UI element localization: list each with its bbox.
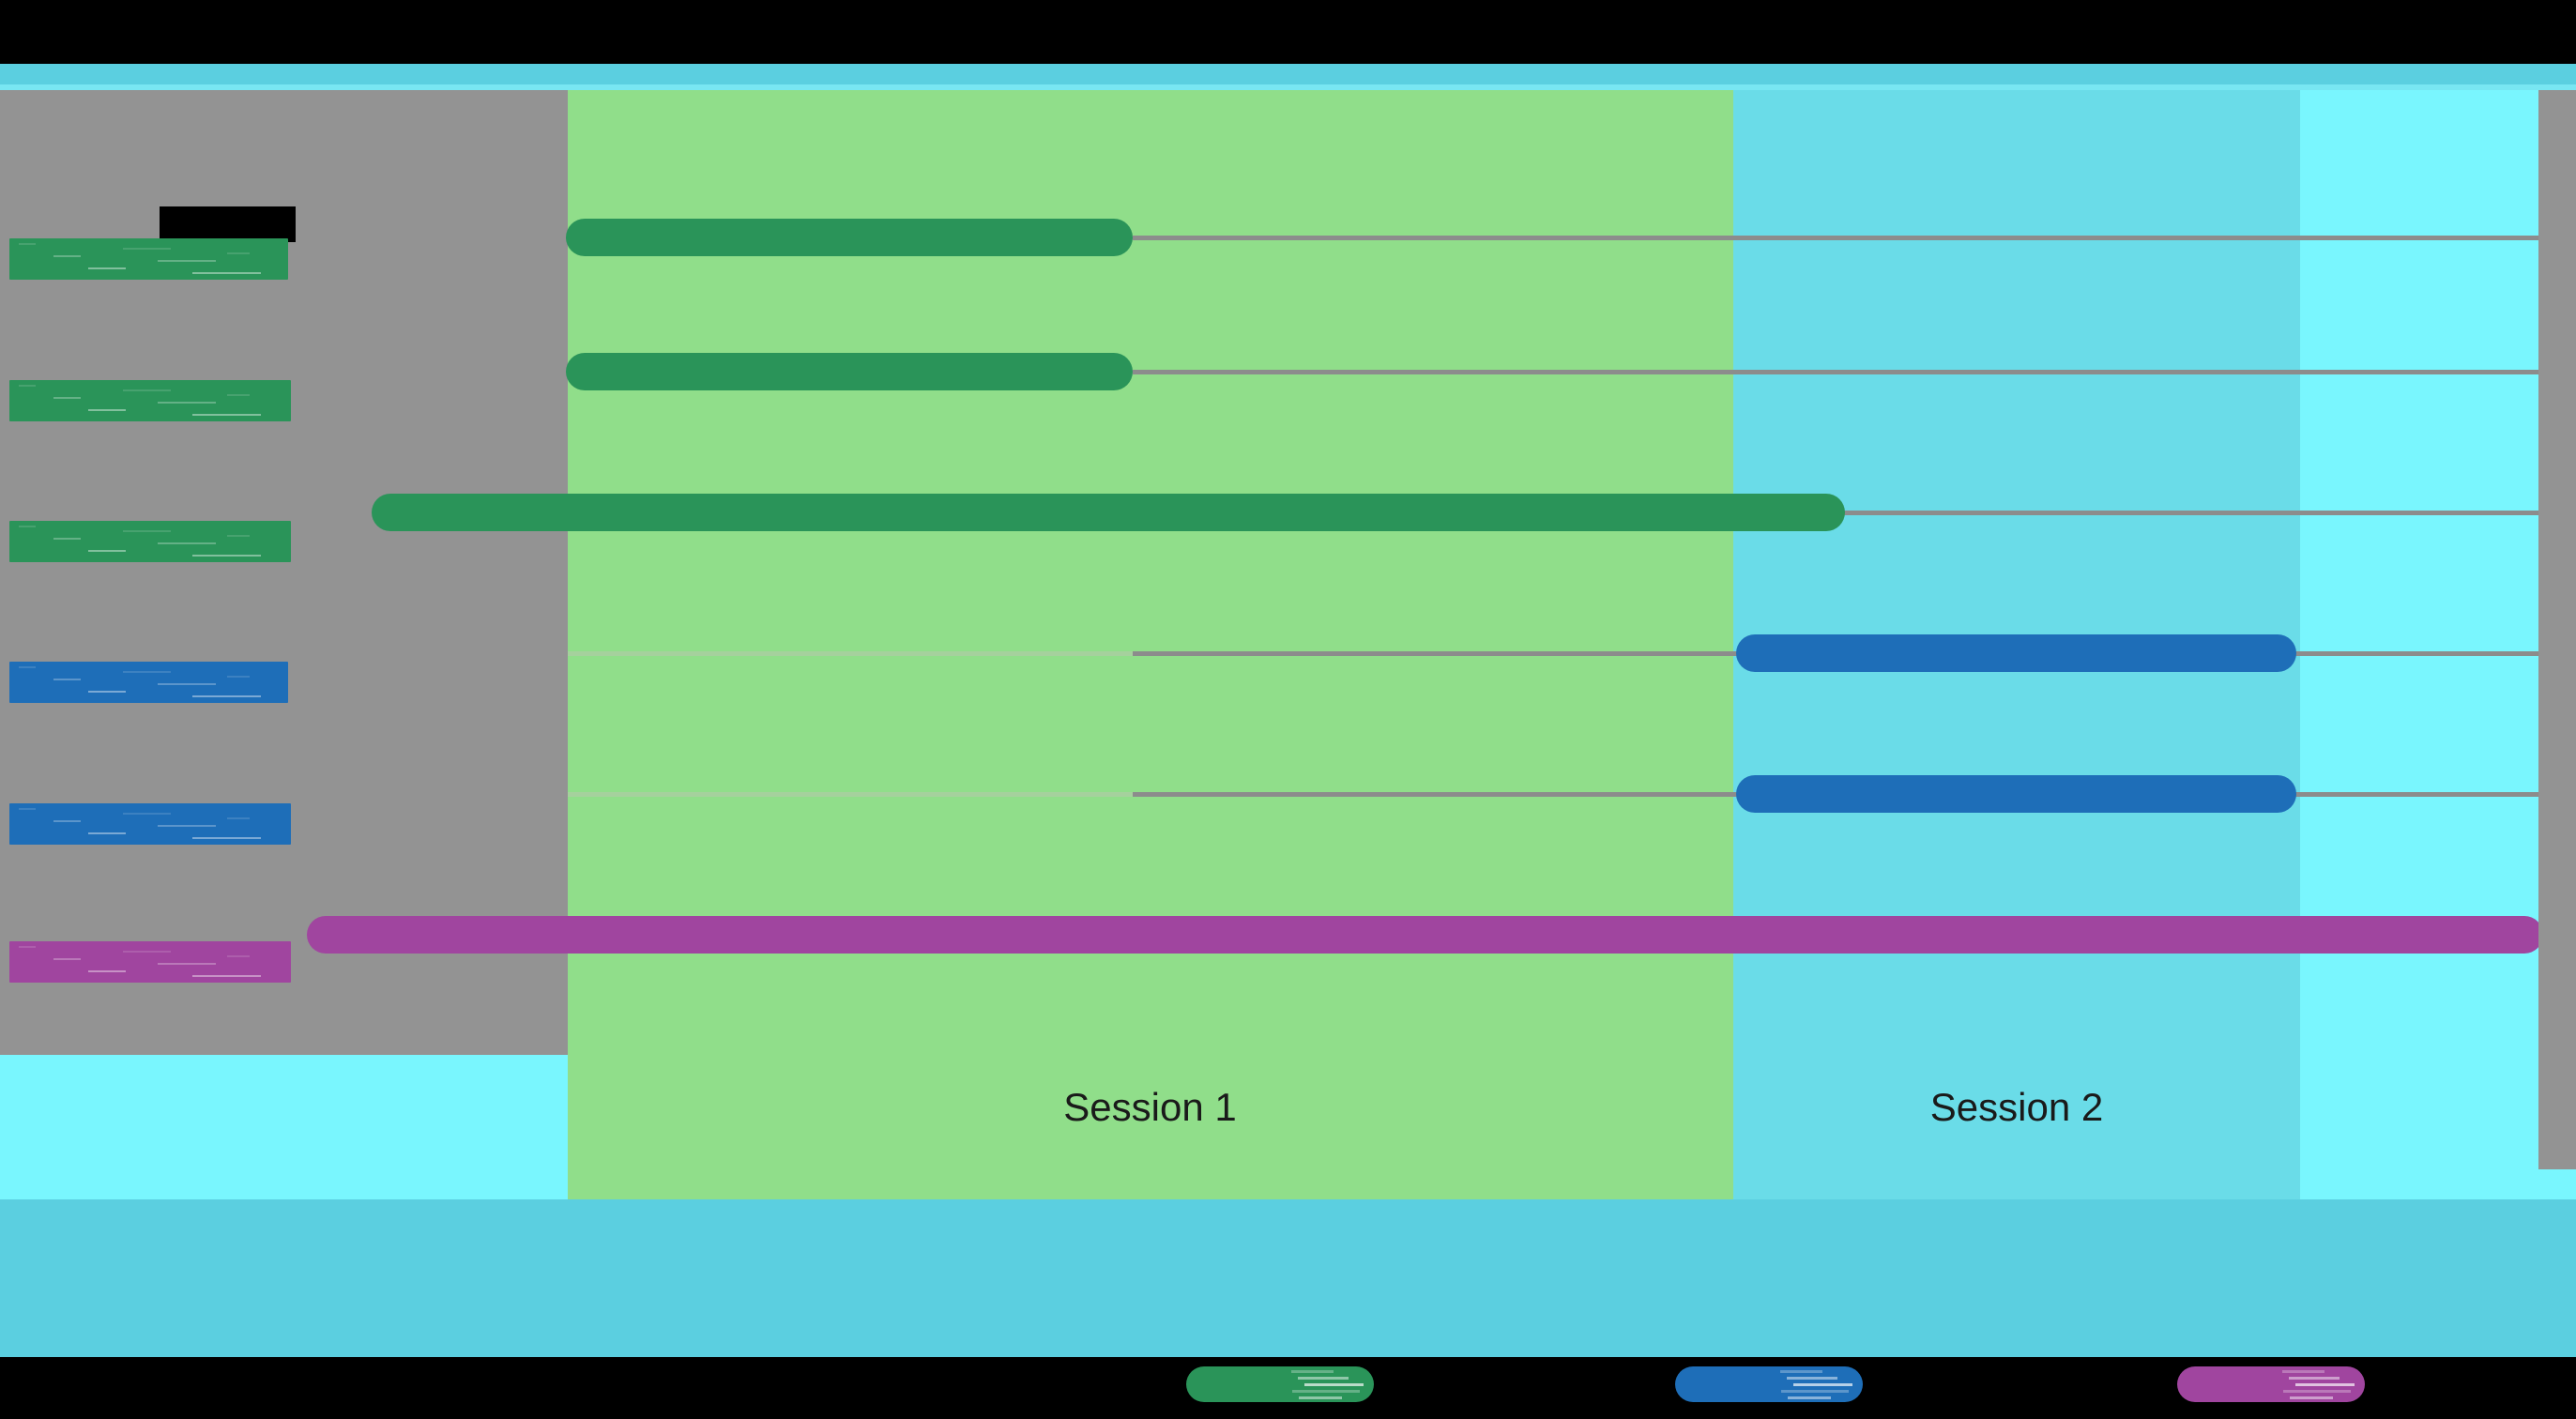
bar-green-1[interactable] [566, 353, 1133, 390]
top-accent-bar [0, 64, 2576, 84]
row-label-gutter-footer [0, 1055, 568, 1199]
bar-blue-3[interactable] [1736, 634, 2296, 672]
row-label-5 [9, 803, 291, 845]
session-label-session-2: Session 2 [1929, 1085, 2104, 1129]
redaction-streaks [9, 380, 291, 421]
row-label-1 [9, 238, 288, 280]
title-bar-redacted [0, 0, 2576, 64]
gantt-plot-area: Session 1 Session 2 [0, 90, 2576, 1199]
bar-magenta-5[interactable] [307, 916, 2543, 954]
session-band-session-1 [567, 90, 1733, 1199]
bar-green-2[interactable] [372, 494, 1845, 531]
row-label-6 [9, 941, 291, 983]
row-label-2 [9, 380, 291, 421]
bar-green-0[interactable] [566, 219, 1133, 256]
top-accent-highlight [0, 84, 2576, 90]
gridline-soft-4 [568, 792, 1133, 797]
gridline-soft-3 [568, 651, 1133, 656]
redaction-streaks [9, 803, 291, 845]
session-band-session-3 [2300, 90, 2576, 1199]
redaction-streaks [9, 941, 291, 983]
redaction-streaks [9, 521, 291, 562]
legend [0, 1357, 2576, 1419]
legend-green-swatch [1186, 1366, 1374, 1402]
gridline-1 [1133, 370, 2543, 374]
right-margin-strip [2538, 90, 2576, 1169]
session-label-session-1: Session 1 [1063, 1085, 1237, 1129]
redaction-streaks [9, 662, 288, 703]
row-label-4 [9, 662, 288, 703]
redaction-streaks [9, 238, 288, 280]
legend-magenta-swatch [2177, 1366, 2365, 1402]
footer-band [0, 1199, 2576, 1368]
gridline-0 [1133, 236, 2543, 240]
bar-blue-4[interactable] [1736, 775, 2296, 813]
legend-blue-swatch [1675, 1366, 1863, 1402]
row-label-3 [9, 521, 291, 562]
